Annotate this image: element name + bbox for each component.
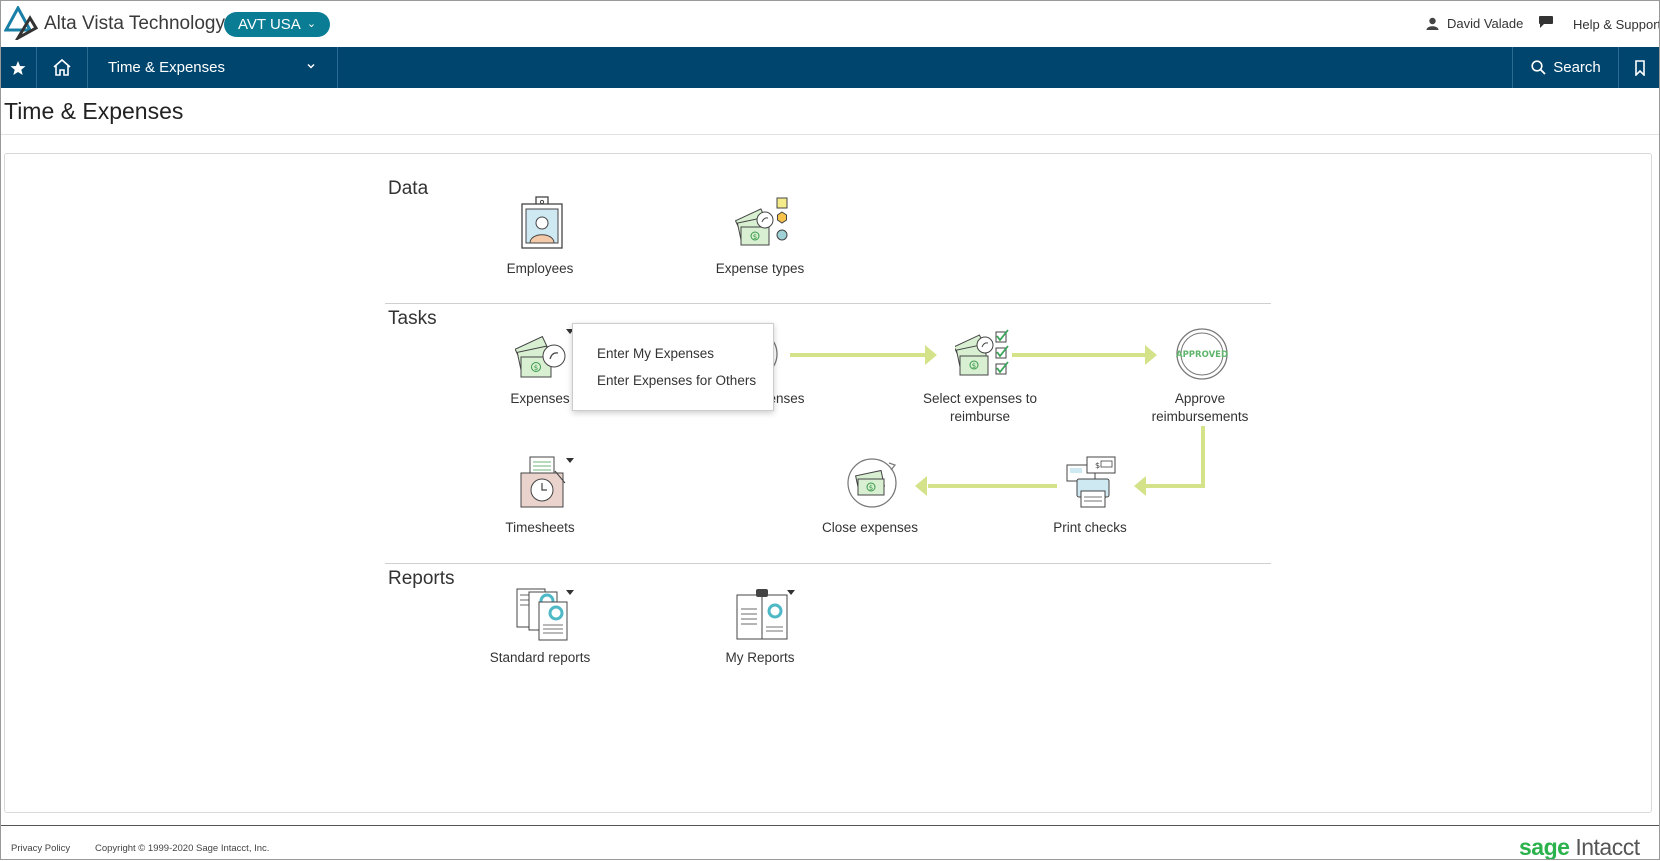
search-label: Search	[1553, 59, 1601, 76]
main-nav-bar: Time & Expenses Search	[0, 47, 1660, 88]
timesheets-label: Timesheets	[505, 520, 575, 535]
expenses-tile[interactable]: $ Expenses	[460, 326, 620, 406]
content-panel	[4, 153, 1652, 813]
copyright-text: Copyright © 1999-2020 Sage Intacct, Inc.	[95, 843, 270, 854]
module-menu[interactable]: Time & Expenses	[88, 47, 338, 88]
my-reports-label: My Reports	[725, 650, 795, 665]
close-expenses-label: Close expenses	[821, 520, 919, 535]
search-icon	[1531, 60, 1546, 75]
company-logo-icon	[4, 6, 38, 40]
expense-types-tile[interactable]: $ Expense types	[680, 196, 840, 276]
sage-intacct-logo: sage Intacct	[1519, 834, 1640, 861]
standard-reports-tile[interactable]: Standard reports	[460, 587, 620, 667]
divider	[0, 134, 1660, 135]
entity-selector[interactable]: AVT USA ⌄	[224, 12, 331, 37]
help-support-link[interactable]: Help & Support	[1573, 17, 1660, 32]
select-expenses-tile[interactable]: $ Select expenses to reimburse	[900, 326, 1060, 426]
company-name: Alta Vista Technology	[44, 13, 225, 34]
entity-name: AVT USA	[238, 16, 301, 33]
svg-text:$: $	[1095, 461, 1100, 470]
search-button[interactable]: Search	[1512, 47, 1619, 88]
dropdown-caret-icon[interactable]	[787, 590, 795, 595]
divider	[385, 563, 1271, 564]
timesheets-tile[interactable]: Timesheets	[460, 455, 620, 535]
print-checks-label: Print checks	[1053, 520, 1127, 535]
top-header: Alta Vista Technology AVT USA ⌄ David Va…	[0, 0, 1660, 47]
svg-text:$: $	[534, 364, 538, 372]
my-reports-icon	[736, 589, 788, 640]
user-name: David Valade	[1447, 16, 1524, 31]
close-expenses-icon: $	[847, 458, 897, 508]
section-reports-heading: Reports	[388, 568, 455, 589]
employees-label: Employees	[506, 261, 574, 276]
svg-text:$: $	[972, 362, 976, 370]
approve-reimbursements-tile[interactable]: APPROVED Approve reimbursements	[1120, 326, 1280, 426]
svg-text:$: $	[753, 233, 757, 241]
divider	[385, 303, 1271, 304]
star-icon	[10, 60, 26, 75]
section-data-heading: Data	[388, 178, 429, 199]
chevron-down-icon: ⌄	[306, 18, 317, 30]
dropdown-caret-icon[interactable]	[566, 329, 574, 334]
select-expenses-label-line2: reimburse	[949, 409, 1011, 424]
brand-intacct: Intacct	[1575, 834, 1640, 860]
expense-types-icon: $	[735, 197, 788, 246]
user-icon	[1426, 17, 1439, 30]
approve-reimbursements-label-line2: reimbursements	[1151, 409, 1249, 424]
chat-icon[interactable]	[1538, 15, 1554, 29]
menu-item-enter-my-expenses[interactable]: Enter My Expenses	[597, 346, 715, 361]
bookmark-icon	[1635, 59, 1645, 76]
close-expenses-tile[interactable]: $ Close expenses	[790, 455, 950, 535]
section-tasks-heading: Tasks	[388, 308, 437, 329]
dropdown-caret-icon[interactable]	[566, 590, 574, 595]
timesheets-icon	[520, 456, 566, 508]
standard-reports-label: Standard reports	[489, 650, 591, 665]
footer: Privacy Policy Copyright © 1999-2020 Sag…	[0, 825, 1660, 861]
print-checks-icon: $	[1066, 456, 1116, 508]
home-button[interactable]	[37, 47, 88, 88]
favorites-button[interactable]	[0, 47, 37, 88]
expenses-label: Expenses	[510, 391, 570, 406]
employees-tile[interactable]: Employees	[460, 196, 620, 276]
select-expenses-label-line1: Select expenses to	[922, 391, 1038, 406]
dropdown-caret-icon[interactable]	[566, 458, 574, 463]
module-name: Time & Expenses	[108, 59, 225, 76]
my-reports-tile[interactable]: My Reports	[680, 587, 840, 667]
brand-sage: sage	[1519, 834, 1570, 860]
svg-text:$: $	[869, 484, 873, 492]
bookmark-button[interactable]	[1618, 47, 1660, 88]
select-expenses-icon: $	[955, 329, 1009, 376]
user-menu[interactable]: David Valade	[1426, 16, 1523, 31]
print-checks-tile[interactable]: $ Print checks	[1010, 455, 1170, 535]
privacy-policy-link[interactable]: Privacy Policy	[11, 843, 71, 854]
expenses-icon: $	[515, 335, 566, 378]
expenses-dropdown-menu: Enter My Expenses Enter Expenses for Oth…	[572, 323, 774, 411]
home-icon	[53, 58, 71, 76]
page-title: Time & Expenses	[4, 98, 184, 124]
approved-stamp-text: APPROVED	[1176, 350, 1228, 360]
expense-types-label: Expense types	[715, 261, 805, 276]
employee-badge-icon	[521, 196, 563, 249]
menu-item-enter-expenses-for-others[interactable]: Enter Expenses for Others	[597, 373, 757, 388]
chevron-down-icon	[307, 63, 315, 69]
standard-reports-icon	[516, 588, 568, 641]
approve-reimbursements-label-line1: Approve	[1174, 391, 1226, 406]
approved-stamp-icon: APPROVED	[1176, 328, 1228, 380]
